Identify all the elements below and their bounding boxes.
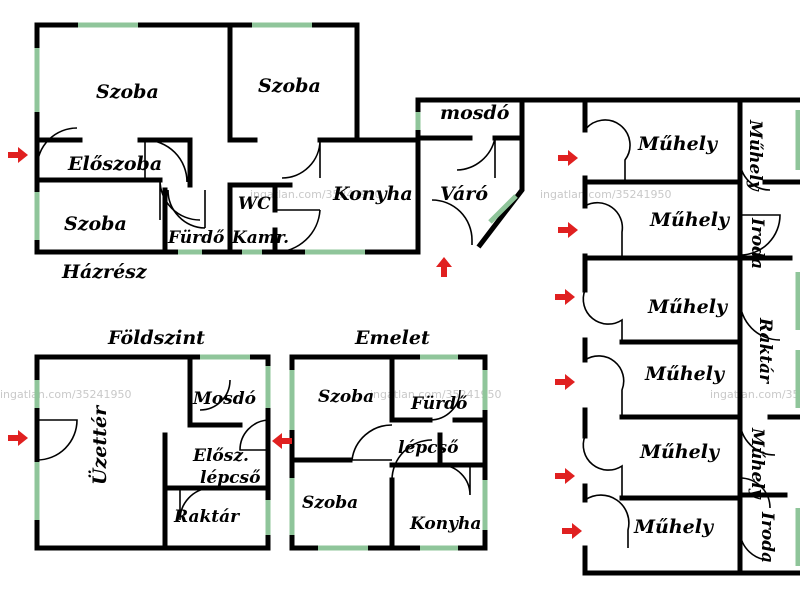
room-label: Iroda [747,217,767,269]
workshop-walls [582,97,800,576]
room-label: Műhely [747,427,767,500]
room-label: Szoba [64,213,127,235]
entry-arrow-icon [8,430,28,446]
room-label: Raktár [173,507,240,527]
waiting-doors [431,137,496,245]
room-label: Konyha [332,183,413,205]
room-label: Műhely [647,296,729,318]
watermarks: ingatlan.com/35241950 ingatlan.com/35241… [0,188,800,401]
room-label: Szoba [318,387,374,407]
room-label: Műhely [633,516,715,538]
entry-arrow-icon [272,433,292,449]
room-label: Szoba [302,493,358,513]
room-label: lépcső [398,438,459,458]
room-label: Előszoba [67,153,162,175]
entry-arrow-icon [555,289,575,305]
house-doors [36,127,321,253]
section-title-house: Házrész [61,261,148,283]
room-label: WC [238,194,271,214]
room-label: Üzettér [88,404,111,485]
entry-arrow-icon [562,523,582,539]
entry-arrow-icon [555,374,575,390]
waiting-windows [415,112,518,224]
room-label: Váró [440,183,488,205]
workshop-doors [582,119,781,561]
watermark: ingatlan.com/35241950 [250,188,382,201]
entry-arrow-icon [558,150,578,166]
room-label: Fürdő [167,228,225,248]
house-windows [34,22,365,255]
room-label: Műhely [745,119,765,192]
room-label: Raktár [755,317,775,384]
watermark: ingatlan.com/35241950 [0,388,132,401]
room-label: mosdó [440,102,510,124]
room-label: lépcső [200,468,261,488]
upper-windows [289,354,488,551]
room-label: Kamr. [231,228,289,248]
entry-arrow-icon [436,257,452,277]
section-title-ground: Földszint [107,327,205,349]
entry-arrow-icon [555,468,575,484]
ground-doors [36,379,269,521]
room-label: Műhely [637,133,719,155]
room-label: Szoba [96,81,159,103]
room-label: Műhely [649,209,731,231]
room-label: Konyha [409,514,481,534]
watermark: ingatlan.com/35241950 [540,188,672,201]
room-labels: Házrész Földszint Emelet Szoba Szoba Elő… [61,75,777,563]
upper-doors [351,389,471,496]
room-label: Műhely [644,363,726,385]
entry-arrows [8,147,582,539]
room-label: Fürdő [410,394,468,414]
waiting-walls [415,97,800,249]
room-label: Iroda [757,511,777,563]
room-label: Műhely [639,441,721,463]
watermark: ingatlan.com/35241950 [370,388,502,401]
room-label: Szoba [258,75,321,97]
ground-windows [34,354,271,535]
entry-arrow-icon [8,147,28,163]
room-label: Elősz. [192,446,249,466]
section-title-upper: Emelet [354,327,430,349]
watermark: ingatlan.com/35241950 [710,388,800,401]
room-label: Mosdó [192,389,256,409]
entry-arrow-icon [558,222,578,238]
